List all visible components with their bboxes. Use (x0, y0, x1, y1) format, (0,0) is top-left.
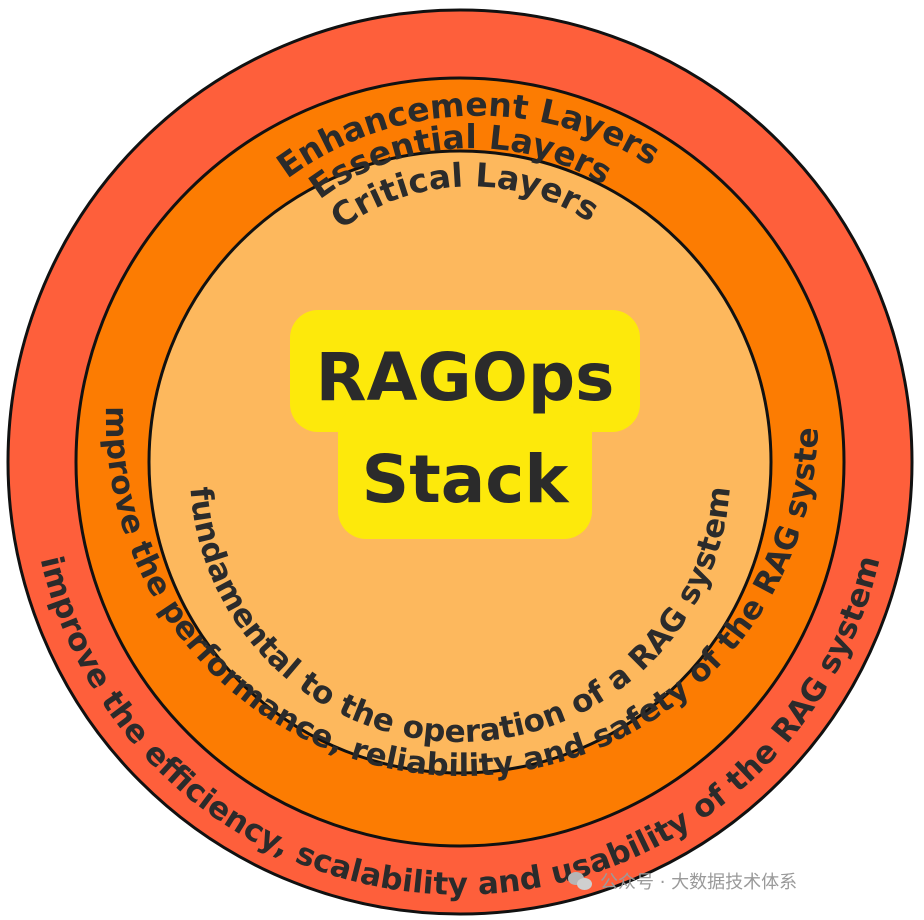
core-title-line-2: Stack (362, 441, 571, 518)
core-title-line-1: RAGOps (316, 339, 615, 416)
watermark: 公众号 · 大数据技术体系 (568, 868, 797, 894)
watermark-text: 公众号 · 大数据技术体系 (600, 872, 798, 893)
core-badge-bottom (338, 405, 592, 539)
core-badge-top (290, 310, 640, 432)
wechat-icon (568, 870, 594, 892)
core-badge: RAGOps Stack (290, 310, 640, 539)
